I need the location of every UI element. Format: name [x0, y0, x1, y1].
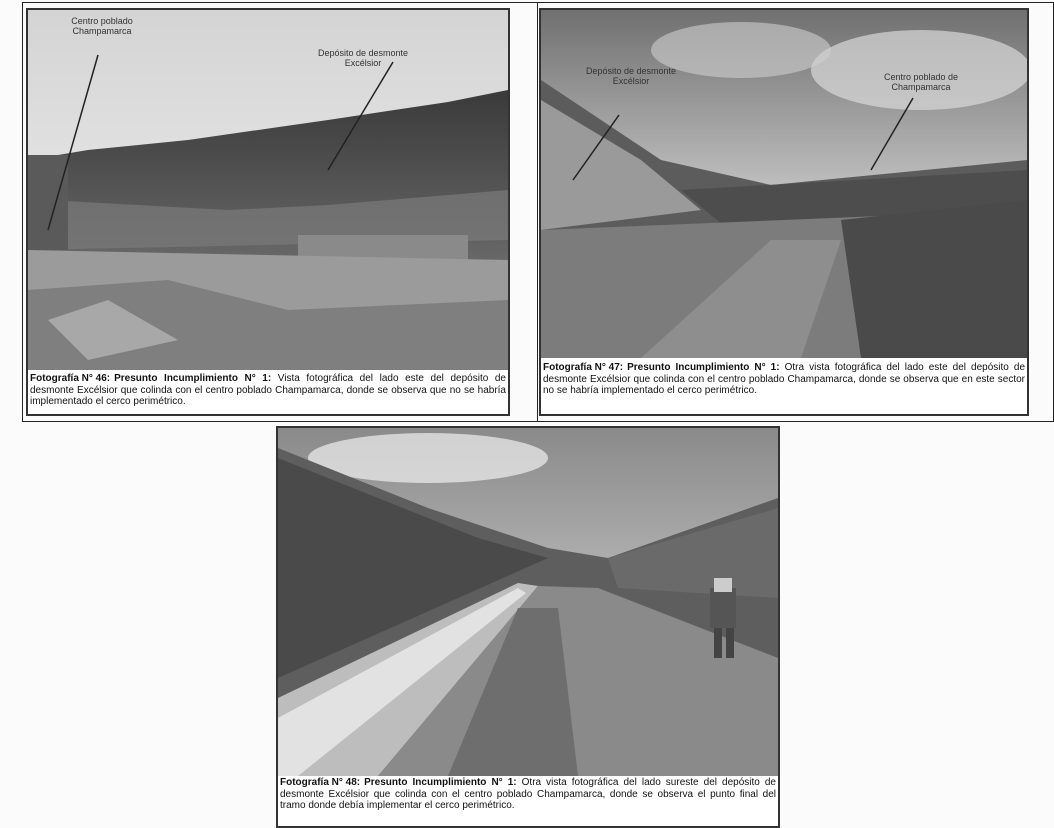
- photo-46-frame: Centro poblado Champamarca Depósito de d…: [26, 8, 510, 416]
- photo-48-frame: Fotografía N° 48: Presunto Incumplimient…: [276, 426, 780, 828]
- photo-47-frame: Depósito de desmonte Excélsior Centro po…: [539, 8, 1029, 416]
- annotation-centro-poblado: Centro poblado de Champamarca: [883, 72, 959, 92]
- annotation-deposito: Depósito de desmonte Excélsior: [317, 48, 409, 68]
- caption-text: Otra vista fotográfica del lado este del…: [543, 362, 1026, 396]
- caption-title: Presunto Incumplimiento N° 1:: [364, 777, 517, 788]
- photo-46-image: [28, 10, 508, 370]
- caption-label: Fotografía N° 46:: [30, 373, 111, 384]
- photo-46-caption: Fotografía N° 46: Presunto Incumplimient…: [30, 373, 506, 408]
- caption-title: Presunto Incumplimiento N° 1:: [627, 362, 780, 373]
- photo-48-caption: Fotografía N° 48: Presunto Incumplimient…: [280, 777, 776, 812]
- photo-48-image: [278, 428, 778, 776]
- caption-label: Fotografía N° 48:: [280, 777, 361, 788]
- photo-47-image: [541, 10, 1027, 358]
- caption-title: Presunto Incumplimiento N° 1:: [114, 373, 272, 384]
- caption-label: Fotografía N° 47:: [543, 362, 624, 373]
- table-divider: [537, 3, 538, 421]
- annotation-centro-poblado: Centro poblado Champamarca: [71, 16, 133, 36]
- photo-47-caption: Fotografía N° 47: Presunto Incumplimient…: [543, 362, 1025, 397]
- caption-text: Vista fotográfica del lado este del depó…: [30, 373, 506, 407]
- annotation-deposito: Depósito de desmonte Excélsior: [585, 66, 677, 86]
- caption-text: Otra vista fotográfica del lado sureste …: [280, 777, 776, 811]
